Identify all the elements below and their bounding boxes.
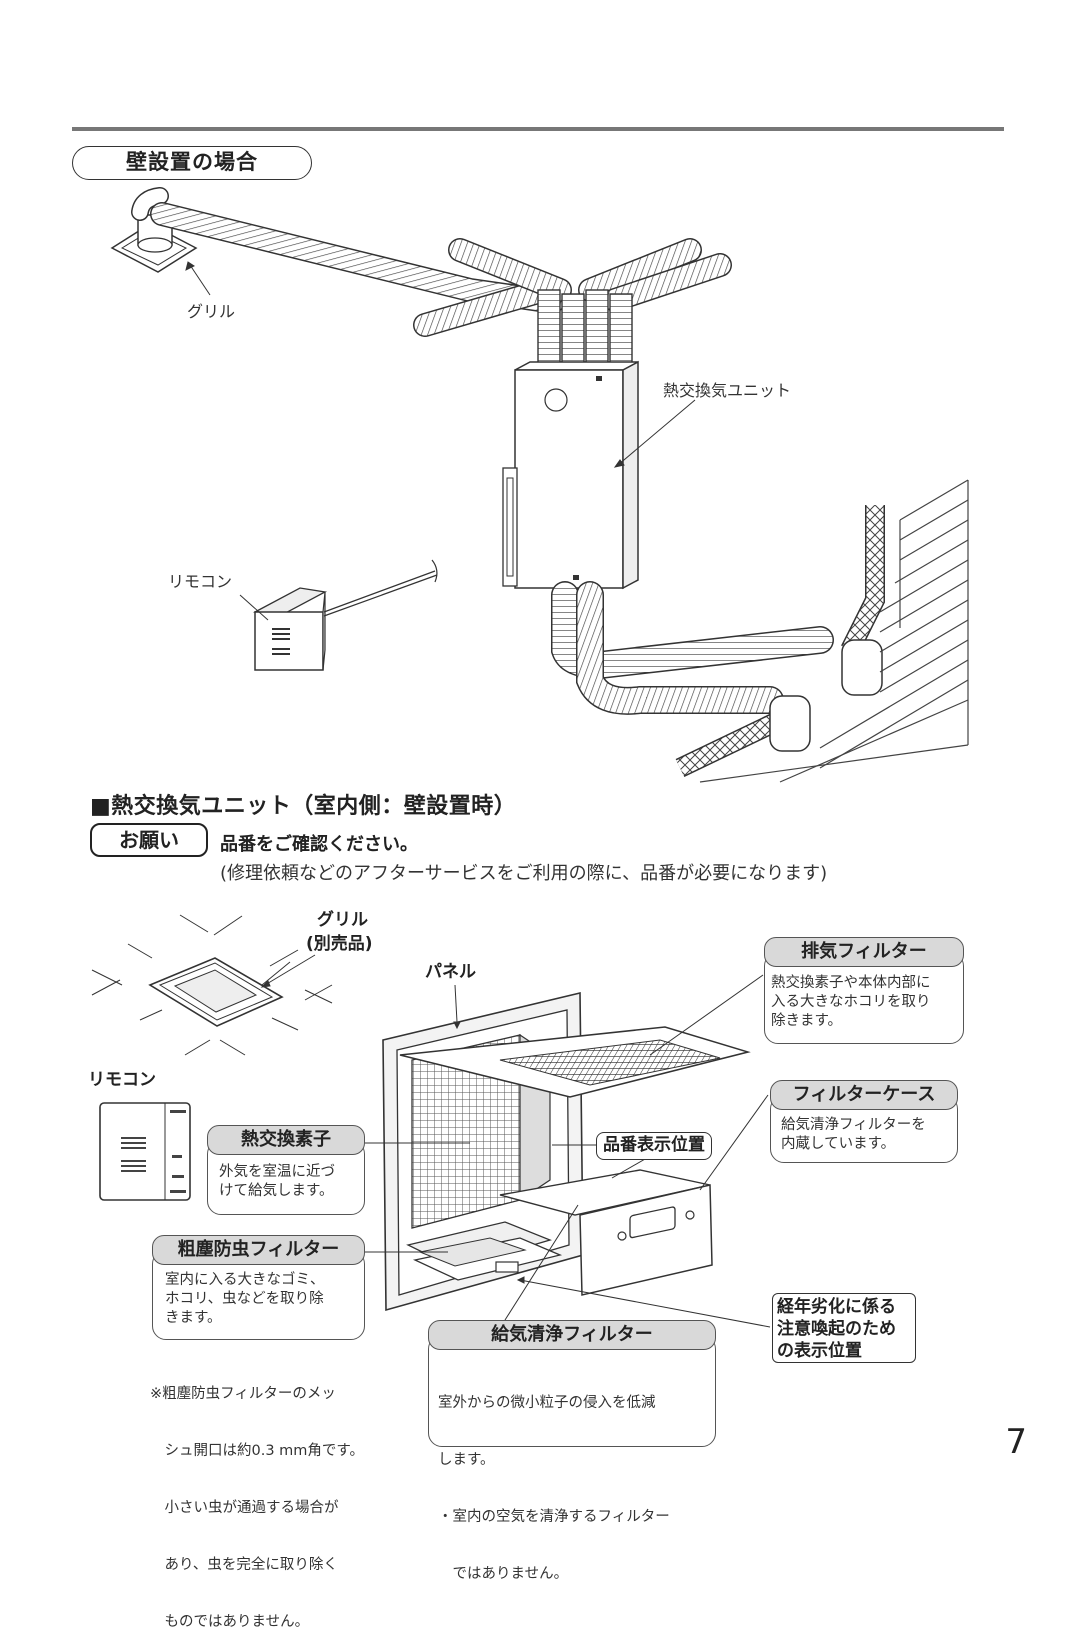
aging-notice-label: 経年劣化に係る 注意喚起のため の表示位置 xyxy=(772,1293,916,1363)
exhaust-filter-title: 排気フィルター xyxy=(764,937,964,967)
coarse-filter-text-line: ホコリ、虫などを取り除 xyxy=(165,1291,324,1307)
coarse-filter-text: 室内に入る大きなゴミ、 ホコリ、虫などを取り除 きます。 xyxy=(165,1271,325,1328)
grill-sold-separately: (別売品) xyxy=(306,934,373,954)
exhaust-filter-callout xyxy=(764,952,964,1044)
exhaust-filter-text-line: 熱交換素子や本体内部に xyxy=(771,975,931,991)
supply-filter-title: 給気清浄フィルター xyxy=(428,1320,716,1350)
coarse-filter-text-line: 室内に入る大きなゴミ、 xyxy=(165,1272,325,1288)
supply-filter-text-line: します。 xyxy=(438,1452,495,1468)
unit-label: 熱交換気ユニット xyxy=(663,381,792,400)
lower-ducts xyxy=(551,505,885,778)
remote-label: リモコン xyxy=(168,572,233,591)
aging-label-line: 経年劣化に係る xyxy=(777,1297,896,1317)
coarse-filter-note: ※粗塵防虫フィルターのメッ シュ開口は約0.3 mm角です。 小さい虫が通過する… xyxy=(150,1347,364,1651)
section-title: 壁設置の場合 xyxy=(72,146,312,180)
coarse-note-line: シュ開口は約0.3 mm角です。 xyxy=(150,1443,364,1459)
coarse-filter-title: 粗塵防虫フィルター xyxy=(152,1235,365,1265)
heat-exchange-unit-drawing xyxy=(502,360,639,590)
panel-label: パネル xyxy=(425,962,476,982)
exhaust-filter-text: 熱交換素子や本体内部に 入る大きなホコリを取り 除きます。 xyxy=(771,974,963,1031)
filter-case-text-line: 給気清浄フィルターを xyxy=(781,1117,926,1133)
header-rule xyxy=(72,127,1004,131)
coarse-note-line: ※粗塵防虫フィルターのメッ xyxy=(150,1386,336,1402)
top-ducts xyxy=(413,238,732,369)
bottom-grill-drawing xyxy=(91,914,333,1056)
onegai-badge: お願い xyxy=(90,823,208,857)
heat-element-text-line: 外気を室温に近づ xyxy=(219,1164,335,1180)
page-number: 7 xyxy=(1005,1422,1027,1462)
model-position-label: 品番表示位置 xyxy=(596,1132,712,1160)
wall-installation-illustration xyxy=(91,187,969,1328)
supply-filter-text-line: 室外からの微小粒子の侵入を低減 xyxy=(438,1395,656,1411)
filter-case-title: フィルターケース xyxy=(770,1080,958,1110)
grill-label: グリル xyxy=(187,302,236,321)
filter-case-text-line: 内蔵しています。 xyxy=(781,1136,896,1152)
coarse-filter-text-line: きます。 xyxy=(165,1310,222,1326)
indoor-unit-panel-drawing xyxy=(382,991,751,1312)
coarse-note-line: あり、虫を完全に取り除く xyxy=(150,1557,338,1573)
heat-element-text: 外気を室温に近づ けて給気します。 xyxy=(219,1163,335,1201)
aging-label-line: の表示位置 xyxy=(777,1341,862,1361)
exhaust-filter-text-line: 除きます。 xyxy=(771,1013,843,1029)
coarse-note-line: 小さい虫が通過する場合が xyxy=(150,1500,339,1516)
grill-label-2: グリル xyxy=(317,910,368,930)
filter-case-text: 給気清浄フィルターを 内蔵しています。 xyxy=(781,1116,926,1154)
coarse-note-line: ものではありません。 xyxy=(150,1614,310,1630)
heat-element-title: 熱交換素子 xyxy=(207,1125,365,1155)
supply-filter-text-line: ではありません。 xyxy=(438,1566,569,1582)
bottom-leaders xyxy=(260,954,771,1328)
bottom-remote-label: リモコン xyxy=(88,1070,156,1090)
unit-heading: ■熱交換気ユニット（室内側：壁設置時） xyxy=(90,794,517,819)
supply-filter-text: 室外からの微小粒子の侵入を低減 します。 ・室内の空気を清浄するフィルター では… xyxy=(438,1356,670,1603)
bottom-remote-drawing xyxy=(99,1102,191,1201)
top-leaders xyxy=(185,261,696,621)
supply-filter-callout xyxy=(428,1335,716,1447)
heat-element-text-line: けて給気します。 xyxy=(219,1183,334,1199)
onegai-line2: (修理依頼などのアフターサービスをご利用の際に、品番が必要になります) xyxy=(220,863,828,884)
remote-drawing xyxy=(252,559,438,671)
aging-label-line: 注意喚起のため xyxy=(777,1319,896,1339)
wall-siding xyxy=(699,479,969,783)
exhaust-filter-text-line: 入る大きなホコリを取り xyxy=(771,994,931,1010)
onegai-line1: 品番をご確認ください。 xyxy=(220,834,418,855)
